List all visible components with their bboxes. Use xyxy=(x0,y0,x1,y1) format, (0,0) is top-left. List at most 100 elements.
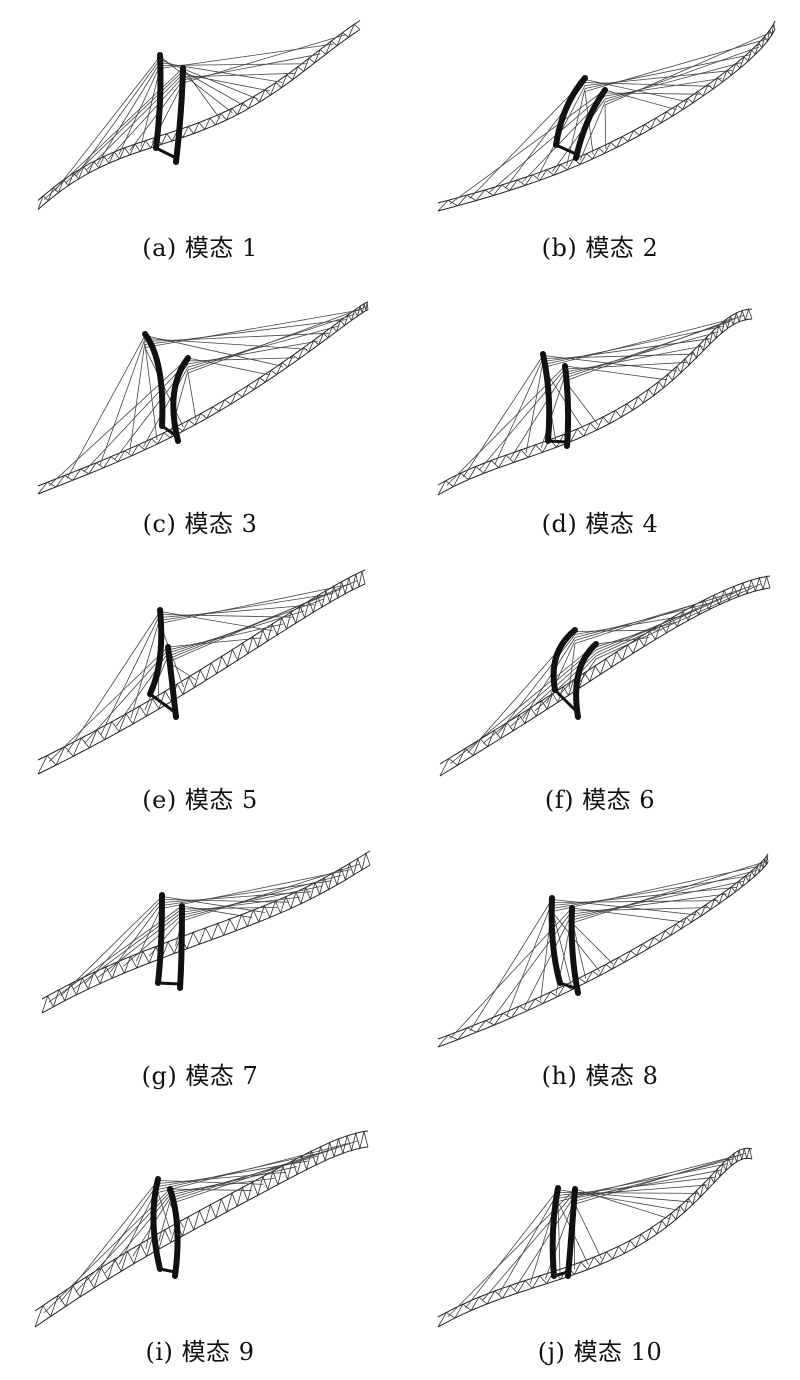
cable-stayed-bridge-mode-5-drawing xyxy=(0,552,400,782)
stay-cable xyxy=(596,589,743,656)
cable-stayed-bridge-mode-1-drawing xyxy=(0,0,400,230)
tower-leg-left xyxy=(543,354,549,441)
stay-cable xyxy=(552,901,718,903)
deck-truss-web xyxy=(38,24,360,209)
stay-cable xyxy=(565,332,717,375)
stay-cable xyxy=(158,1143,349,1192)
cable-stayed-bridge-mode-8-drawing xyxy=(400,828,800,1058)
tower-leg-left xyxy=(553,1188,558,1276)
deck-truss-web xyxy=(42,854,370,1014)
deck-truss-web xyxy=(438,309,752,495)
stay-cable xyxy=(575,1153,746,1204)
mode-9-caption: (i) 模态 9 xyxy=(0,1332,400,1367)
deck-bottom-chord xyxy=(438,1158,752,1327)
stay-cable xyxy=(101,615,160,735)
stay-cable xyxy=(160,612,273,631)
deck-truss-web xyxy=(438,855,768,1047)
stay-cable xyxy=(97,63,160,165)
mode-panel-7: (g) 模态 7 xyxy=(0,828,400,1104)
stay-cable xyxy=(572,881,744,917)
mode-panel-1: (a) 模态 1 xyxy=(0,0,400,276)
stay-cable xyxy=(572,923,613,964)
deck-truss-web xyxy=(438,1148,752,1327)
stay-cable xyxy=(188,373,196,420)
stay-cable xyxy=(170,1147,339,1201)
stay-cable xyxy=(67,612,160,753)
cable-stayed-bridge-mode-4-drawing xyxy=(400,276,800,506)
stay-cable xyxy=(565,321,730,378)
stay-cable xyxy=(76,60,160,177)
stay-cable xyxy=(575,1170,721,1198)
stay-cable xyxy=(182,864,360,921)
stay-cable xyxy=(168,589,342,659)
stay-cable xyxy=(596,598,722,653)
stay-cable xyxy=(160,584,350,623)
deck-truss-web xyxy=(38,302,368,494)
deck-top-chord xyxy=(38,302,368,486)
stay-cable xyxy=(60,1181,158,1302)
deck-bottom-chord xyxy=(440,588,770,776)
mode-1-caption: (a) 模态 1 xyxy=(0,228,400,263)
stay-cable xyxy=(585,39,766,91)
tower-leg-right xyxy=(565,366,568,446)
tower-leg-right xyxy=(176,68,183,162)
cable-stayed-bridge-mode-9-drawing xyxy=(0,1104,400,1334)
stay-cable xyxy=(523,638,575,719)
mode-panel-8: (h) 模态 8 xyxy=(400,828,800,1104)
mode-6-caption: (f) 模态 6 xyxy=(400,780,800,815)
stay-cable xyxy=(565,362,686,369)
mode-panel-2: (b) 模态 2 xyxy=(400,0,800,276)
stay-cable xyxy=(188,358,295,361)
deck-top-chord xyxy=(438,1148,752,1317)
stay-cable xyxy=(465,1190,558,1309)
stay-cable xyxy=(170,1141,358,1204)
stay-cable xyxy=(596,583,762,659)
tower-cross-beam xyxy=(158,983,180,984)
stay-cable xyxy=(158,1172,286,1183)
stay-cable xyxy=(575,1159,734,1201)
stay-cable xyxy=(543,318,737,368)
mode-4-caption: (d) 模态 4 xyxy=(400,504,800,539)
tower-leg-left xyxy=(156,55,161,148)
stay-cable xyxy=(495,359,543,465)
mode-7-caption: (g) 模态 7 xyxy=(0,1056,400,1091)
mode-panel-4: (d) 模态 4 xyxy=(400,276,800,552)
stay-cable xyxy=(572,908,707,911)
stay-cable xyxy=(605,105,606,149)
deck-bottom-chord xyxy=(35,1147,368,1327)
stay-cable xyxy=(108,77,183,159)
stay-cable xyxy=(188,341,318,364)
stay-cable xyxy=(558,1155,740,1201)
mode-panel-6: (f) 模态 6 xyxy=(400,552,800,828)
stay-cable xyxy=(149,918,182,956)
stay-cable xyxy=(49,358,188,486)
tower-leg-right xyxy=(576,644,596,717)
mode-8-caption: (h) 模态 8 xyxy=(400,1056,800,1091)
stay-cable xyxy=(183,34,346,83)
stay-cable xyxy=(123,915,182,967)
tower-cross-beam xyxy=(160,1269,175,1272)
tower-leg-left xyxy=(158,895,162,983)
mode-panel-5: (e) 模态 5 xyxy=(0,552,400,828)
tower-leg-right xyxy=(568,1189,575,1276)
stay-cable xyxy=(470,900,552,1031)
deck-bottom-chord xyxy=(438,29,775,211)
stay-cable xyxy=(572,861,766,923)
stay-cable xyxy=(511,372,565,458)
tower-leg-right xyxy=(180,906,182,988)
stay-cable xyxy=(55,57,160,191)
mode-2-caption: (b) 模态 2 xyxy=(400,228,800,263)
stay-cable xyxy=(470,80,585,199)
cable-stayed-bridge-mode-7-drawing xyxy=(0,828,400,1058)
stay-cable xyxy=(543,354,695,358)
stay-cable xyxy=(526,362,543,454)
stay-cable xyxy=(67,336,145,479)
deck-truss-web xyxy=(440,577,770,777)
stay-cable xyxy=(575,1204,602,1259)
stay-cable xyxy=(130,342,145,453)
tower-cross-beam xyxy=(156,148,176,158)
mode-panel-10: (j) 模态 10 xyxy=(400,1104,800,1380)
stay-cable xyxy=(100,339,145,466)
stay-cable xyxy=(145,333,329,341)
mode-panel-9: (i) 模态 9 xyxy=(0,1104,400,1380)
